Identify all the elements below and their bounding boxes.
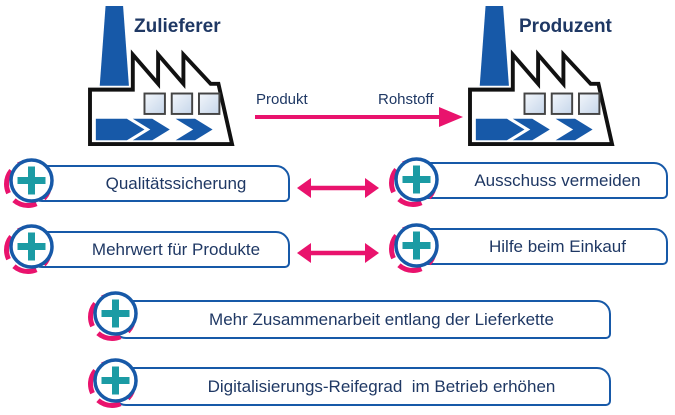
factory-chevrons xyxy=(95,118,213,141)
benefit-box-digitalisierung: Digitalisierungs-Reifegrad im Betrieb er… xyxy=(112,367,611,406)
producer-title: Produzent xyxy=(519,16,612,37)
double-arrow-icon xyxy=(297,243,379,263)
raw-material-label: Rohstoff xyxy=(378,91,434,108)
benefit-box-ausschuss-vermeiden: Ausschuss vermeiden xyxy=(413,162,668,199)
plus-icon[interactable] xyxy=(387,153,443,209)
flow-arrow-icon xyxy=(255,107,463,127)
benefit-box-hilfe-einkauf: Hilfe beim Einkauf xyxy=(413,228,668,265)
benefit-label: Qualitätssicherung xyxy=(105,174,247,193)
plus-icon[interactable] xyxy=(387,219,443,275)
factory-icon-producer xyxy=(468,5,615,147)
factory-windows xyxy=(143,92,221,115)
plus-icon[interactable] xyxy=(86,287,142,343)
benefit-box-qualitaetssicherung: Qualitätssicherung xyxy=(28,165,290,202)
factory-windows xyxy=(523,92,601,115)
benefit-label: Ausschuss vermeiden xyxy=(474,171,641,190)
benefit-label: Mehrwert für Produkte xyxy=(91,240,261,259)
double-arrow-icon xyxy=(297,178,379,198)
benefit-label: Hilfe beim Einkauf xyxy=(488,237,626,256)
plus-icon[interactable] xyxy=(2,220,58,276)
factory-icon-supplier xyxy=(88,5,235,147)
benefit-label: Mehr Zusammenarbeit entlang der Lieferke… xyxy=(209,310,554,329)
supplier-title: Zulieferer xyxy=(134,16,221,37)
benefit-box-zusammenarbeit: Mehr Zusammenarbeit entlang der Lieferke… xyxy=(112,300,611,339)
benefit-label: Digitalisierungs-Reifegrad im Betrieb er… xyxy=(207,377,556,396)
factory-chevrons xyxy=(475,118,593,141)
benefit-box-mehrwert: Mehrwert für Produkte xyxy=(28,231,290,268)
plus-icon[interactable] xyxy=(86,354,142,410)
plus-icon[interactable] xyxy=(2,154,58,210)
chimney xyxy=(479,5,509,86)
product-label: Produkt xyxy=(256,91,308,108)
chimney xyxy=(99,5,129,86)
